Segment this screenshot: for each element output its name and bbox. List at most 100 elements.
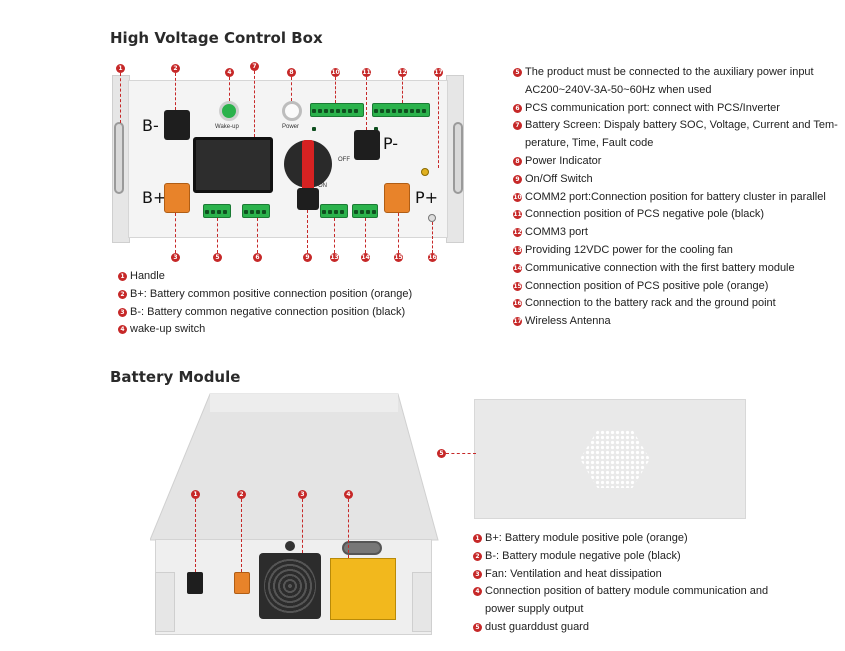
fan-power-knob xyxy=(285,541,295,551)
battery-module-title: Battery Module xyxy=(110,368,241,386)
fan-power-connector xyxy=(320,204,348,218)
left-handle xyxy=(114,122,124,194)
leader-line-11 xyxy=(366,77,367,130)
leader-line-9 xyxy=(307,210,308,253)
badge-17: 17 xyxy=(434,68,443,77)
badge-1: 1 xyxy=(116,64,125,73)
leader-line-16 xyxy=(432,222,433,253)
module-positive-terminal xyxy=(187,572,203,594)
leader-line-17 xyxy=(438,77,439,168)
module-badge-3: 3 xyxy=(298,490,307,499)
module-communication-cover xyxy=(330,558,396,620)
badge-4: 4 xyxy=(225,68,234,77)
comm3-connector xyxy=(372,103,430,131)
leader-line-5 xyxy=(217,218,218,253)
module-right-ear xyxy=(412,572,432,632)
wake-up-switch xyxy=(219,101,239,121)
legend-item-continued: power supply output xyxy=(485,603,584,616)
leader-line-4 xyxy=(229,77,230,101)
p-plus-terminal xyxy=(384,183,410,213)
leader-line-10 xyxy=(335,77,336,103)
badge-13: 13 xyxy=(330,253,339,262)
legend-item-continued: perature, Time, Fault code xyxy=(525,137,654,150)
badge-8: 8 xyxy=(287,68,296,77)
module-badge-1: 1 xyxy=(191,490,200,499)
badge-3: 3 xyxy=(171,253,180,262)
fan-icon xyxy=(259,553,321,619)
leader-line-13 xyxy=(334,218,335,253)
right-handle xyxy=(453,122,463,194)
control-box-title: High Voltage Control Box xyxy=(110,29,323,47)
leader-line-6 xyxy=(257,218,258,253)
badge-9: 9 xyxy=(303,253,312,262)
module-leader-line-2 xyxy=(241,499,242,572)
badge-12: 12 xyxy=(398,68,407,77)
module-left-ear xyxy=(155,572,175,632)
on-off-switch-base xyxy=(297,188,319,210)
leader-line-7 xyxy=(254,71,255,137)
badge-2: 2 xyxy=(171,64,180,73)
badge-6: 6 xyxy=(253,253,262,262)
module-badge-5: 5 xyxy=(437,449,446,458)
dust-guard-vent xyxy=(580,430,650,488)
power-label: Power xyxy=(282,124,300,130)
b-plus-label: B+ xyxy=(142,188,167,207)
comm2-connector xyxy=(310,103,364,131)
module-leader-line-3 xyxy=(302,499,303,553)
badge-10: 10 xyxy=(331,68,340,77)
leader-line-15 xyxy=(398,213,399,253)
aux-power-connector xyxy=(203,204,231,218)
badge-15: 15 xyxy=(394,253,403,262)
power-indicator xyxy=(282,101,302,121)
p-minus-terminal xyxy=(354,130,380,160)
leader-line-3 xyxy=(175,213,176,253)
battery-screen xyxy=(193,137,273,193)
legend-item-continued: AC200~240V-3A-50~60Hz when used xyxy=(525,83,712,96)
badge-11: 11 xyxy=(362,68,371,77)
module-leader-line-1 xyxy=(195,499,196,572)
p-minus-label: P- xyxy=(383,134,399,153)
p-plus-label: P+ xyxy=(415,188,439,207)
module-badge-4: 4 xyxy=(344,490,353,499)
legend-item: 17 Wireless Antenna xyxy=(513,315,611,328)
leader-line-8 xyxy=(291,77,292,101)
battery-module-body xyxy=(150,393,439,541)
off-label: OFF xyxy=(338,157,350,163)
b-plus-terminal xyxy=(164,183,190,213)
wake-up-label: Wake-up xyxy=(215,124,239,130)
comm-handle xyxy=(342,541,382,555)
module-leader-line-5 xyxy=(446,453,476,454)
leader-line-14 xyxy=(365,218,366,253)
leader-line-12 xyxy=(402,77,403,103)
ground-point-icon xyxy=(428,214,436,222)
badge-7: 7 xyxy=(250,62,259,71)
b-minus-terminal xyxy=(164,110,190,140)
module-comm-connector xyxy=(352,204,378,218)
badge-14: 14 xyxy=(361,253,370,262)
badge-16: 16 xyxy=(428,253,437,262)
wireless-antenna-icon xyxy=(421,168,429,176)
